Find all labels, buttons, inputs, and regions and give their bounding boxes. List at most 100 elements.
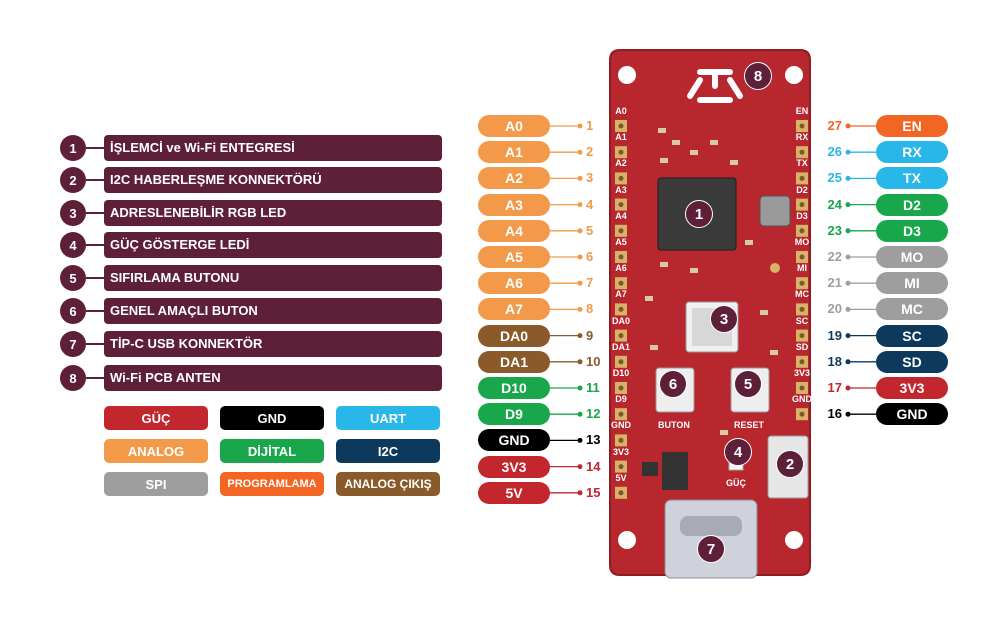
pin-number: 17 [827, 380, 842, 395]
pin-leader-dot [845, 306, 851, 312]
pin-number: 19 [827, 327, 842, 343]
pin-silkscreen: A1 [615, 132, 627, 143]
pin-number: 12 [586, 406, 601, 422]
mount-hole [785, 66, 803, 84]
pin-silkscreen: 3V3 [793, 368, 810, 378]
pin-leader-dot [577, 306, 583, 312]
smd-components [645, 128, 778, 435]
header-hole [618, 464, 624, 470]
pin-leader-dot [577, 175, 583, 181]
pin-number: 3 [586, 170, 594, 186]
header-hole [618, 123, 624, 129]
legend-label: İŞLEMCİ ve Wi-Fi ENTEGRESİ [104, 135, 442, 161]
guc-silk: GÜÇ [726, 478, 746, 488]
pin-silkscreen: TX [796, 158, 808, 169]
header-hole [618, 359, 624, 365]
pin-number: 26 [827, 144, 842, 160]
mount-hole [618, 531, 636, 549]
badge-5: 5 [734, 370, 762, 398]
pin-label-left: A2 [478, 167, 550, 190]
pin-label-left: 3V3 [478, 455, 550, 478]
key-gnd: GND [220, 406, 324, 430]
header-hole [799, 411, 805, 417]
pin-silkscreen: DA0 [611, 315, 630, 326]
pin-label-right: MC [876, 298, 948, 321]
legend-panel: 1 İŞLEMCİ ve Wi-Fi ENTEGRESİ 2 I2C HABER… [0, 0, 460, 619]
pin-label-left: GND [478, 429, 550, 452]
pin-leader-dot [577, 280, 583, 286]
header-hole [799, 333, 805, 339]
legend-connector [86, 212, 104, 214]
pin-silkscreen: D2 [796, 184, 808, 195]
pin-silkscreen: DA1 [611, 341, 630, 352]
legend-item-2: 2 I2C HABERLEŞME KONNEKTÖRÜ [60, 167, 442, 193]
legend-number: 2 [60, 167, 86, 193]
badge-7: 7 [697, 535, 725, 563]
header-hole [618, 202, 624, 208]
legend-item-7: 7 TİP-C USB KONNEKTÖR [60, 331, 442, 357]
pin-label-left: DA0 [478, 324, 550, 347]
pin-label-left: A4 [478, 219, 550, 242]
legend-item-3: 3 ADRESLENEBİLİR RGB LED [60, 200, 442, 226]
pin-leader-dot [845, 123, 851, 129]
key-analog: ANALOG [104, 439, 208, 463]
legend-connector [86, 310, 104, 312]
pin-silkscreen: D10 [612, 368, 630, 378]
pin-leader-dot [577, 464, 583, 470]
pin-silkscreen: 5V [615, 472, 627, 483]
legend-label: GÜÇ GÖSTERGE LEDİ [104, 232, 442, 258]
pin-label-right: MI [876, 272, 948, 295]
pin-leader-dot [577, 228, 583, 234]
pin-silkscreen: GND [792, 394, 812, 405]
legend-number: 5 [60, 265, 86, 291]
legend-number: 8 [60, 365, 86, 391]
pin-number: 1 [586, 118, 594, 133]
header-pins [615, 120, 808, 499]
header-hole [799, 175, 805, 181]
header-hole [618, 333, 624, 339]
pin-label-left: A7 [478, 298, 550, 321]
pin-label-right: MO [876, 246, 948, 268]
pin-silkscreen: D3 [796, 210, 808, 221]
pin-label-left: DA1 [478, 350, 550, 373]
legend-number: 1 [60, 135, 86, 161]
pin-silkscreen: 3V3 [612, 446, 629, 457]
pin-silkscreen: MC [795, 289, 809, 300]
pin-leader-dot [577, 149, 583, 155]
pin-leader-dot [845, 202, 851, 208]
header-hole [618, 149, 624, 155]
pin-silkscreen: D9 [615, 394, 627, 405]
pin-silkscreen: MI [797, 263, 807, 274]
header-hole [799, 359, 805, 365]
pin-number: 13 [586, 432, 601, 448]
pin-leader-dot [845, 385, 851, 391]
pin-label-right: TX [876, 167, 948, 190]
badge-1: 1 [685, 200, 713, 228]
pin-silkscreen: MO [794, 237, 810, 247]
pin-label-left: A0 [478, 115, 550, 137]
pin-silkscreen: RX [795, 132, 809, 143]
pin-leader-dot [845, 254, 851, 260]
pin-leader-dot [577, 385, 583, 391]
legend-label: ADRESLENEBİLİR RGB LED [104, 200, 442, 226]
legend-connector [86, 147, 104, 149]
pin-silkscreen: GND [611, 420, 631, 431]
pin-silkscreen: A5 [615, 237, 627, 247]
pin-label-right: GND [876, 403, 948, 426]
key-programlama: PROGRAMLAMA [220, 472, 324, 496]
mount-hole [618, 66, 636, 84]
pin-leader-dot [845, 333, 851, 339]
legend-label: I2C HABERLEŞME KONNEKTÖRÜ [104, 167, 442, 193]
legend-label: TİP-C USB KONNEKTÖR [104, 331, 442, 357]
header-hole [799, 202, 805, 208]
header-hole [618, 306, 624, 312]
pin-label-left: D9 [478, 403, 550, 426]
badge-4: 4 [724, 438, 752, 466]
pin-silkscreen: SD [795, 341, 809, 352]
key-i2c: I2C [336, 439, 440, 463]
pin-leader-dot [577, 411, 583, 417]
legend-connector [86, 377, 104, 379]
legend-item-6: 6 GENEL AMAÇLI BUTON [60, 298, 442, 324]
pin-number: 9 [586, 327, 594, 343]
pin-silkscreen: A0 [615, 106, 627, 116]
